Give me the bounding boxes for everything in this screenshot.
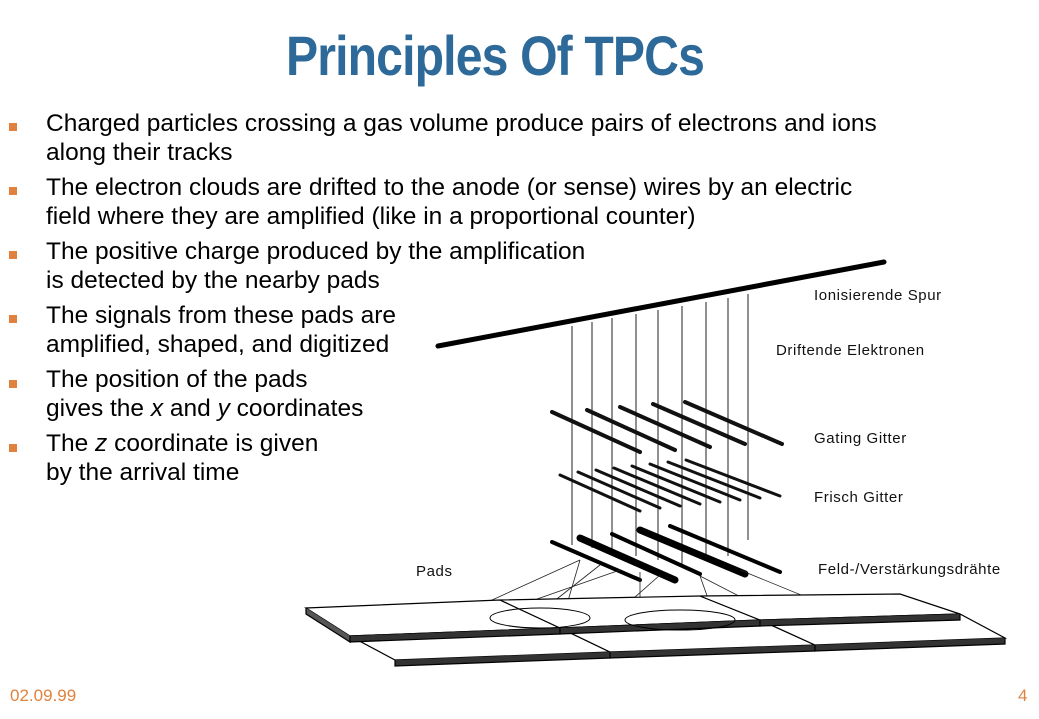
field-wires xyxy=(550,524,782,584)
bullet-line: Charged particles crossing a gas volume … xyxy=(46,110,877,137)
bullet-line: field where they are amplified (like in … xyxy=(46,203,696,230)
bullet-marker-icon xyxy=(9,123,17,131)
tpc-diagram: Ionisierende Spur Driftende Elektronen G… xyxy=(304,259,1008,667)
bullet-marker-icon xyxy=(9,315,17,323)
slide-title: Principles Of TPCs xyxy=(285,24,705,87)
bullet-line: The z coordinate is given xyxy=(46,430,319,457)
bullet-line: along their tracks xyxy=(46,139,233,166)
label-field-wires: Feld-/Verstärkungsdrähte xyxy=(818,561,1001,578)
bullet-line: by the arrival time xyxy=(46,459,240,486)
label-drifting-electrons: Driftende Elektronen xyxy=(776,342,925,359)
bullet-line: gives the x and y coordinates xyxy=(46,395,364,422)
label-pads: Pads xyxy=(416,563,453,580)
pad-plane xyxy=(304,593,1008,667)
page-number: 4 xyxy=(1018,686,1028,705)
frisch-grid xyxy=(558,458,782,513)
bullet-line: amplified, shaped, and digitized xyxy=(46,331,390,358)
bullet-marker-icon xyxy=(9,380,17,388)
footer-date: 02.09.99 xyxy=(10,686,77,705)
ionising-track xyxy=(435,259,887,349)
bullet-marker-icon xyxy=(9,187,17,195)
drift-lines xyxy=(571,294,749,565)
bullet-line: The positive charge produced by the ampl… xyxy=(46,238,586,265)
bullet-line: The position of the pads xyxy=(46,366,308,393)
bullet-marker-icon xyxy=(9,251,17,259)
bullet-line: The signals from these pads are xyxy=(46,302,396,329)
label-gating-grid: Gating Gitter xyxy=(814,430,907,447)
bullet-marker-icon xyxy=(9,444,17,452)
gating-grid xyxy=(550,400,784,454)
label-ionising-track: Ionisierende Spur xyxy=(814,287,942,304)
bullet-line: is detected by the nearby pads xyxy=(46,267,380,294)
bullet-line: The electron clouds are drifted to the a… xyxy=(46,174,853,201)
label-frisch-grid: Frisch Gitter xyxy=(814,489,903,506)
